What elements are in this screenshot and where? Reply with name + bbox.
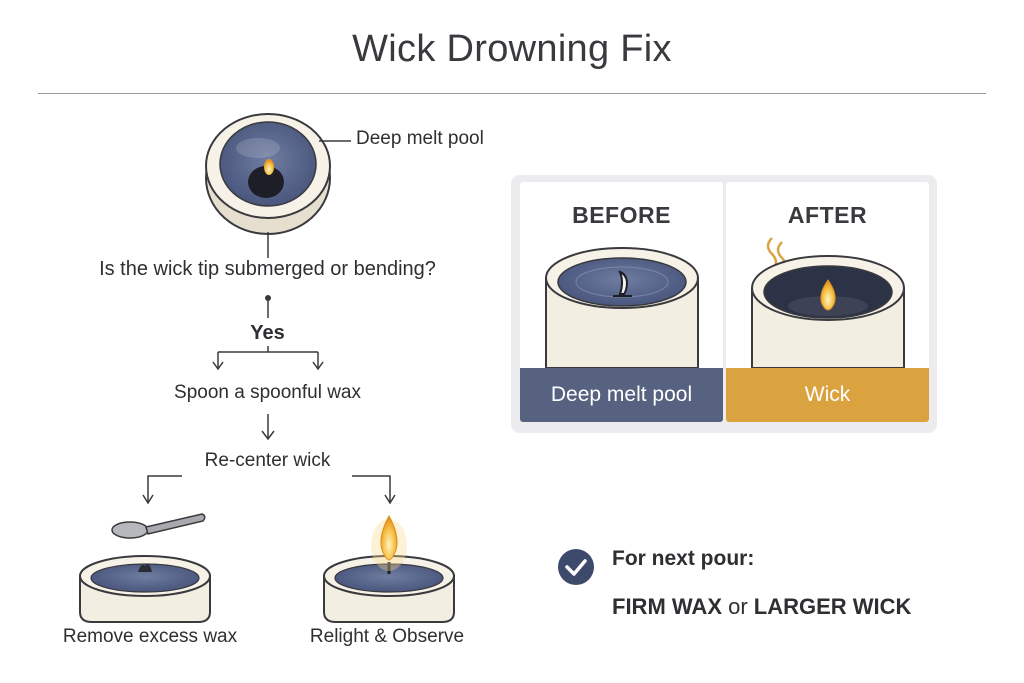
flame-icon bbox=[820, 279, 836, 311]
check-circle-icon bbox=[558, 549, 594, 585]
page-title: Wick Drowning Fix bbox=[352, 28, 672, 70]
relight-candle-illustration bbox=[323, 514, 455, 623]
or-connector: or bbox=[722, 594, 754, 619]
question-text: Is the wick tip submerged or bending? bbox=[99, 258, 436, 280]
remove-excess-wax-label: Remove excess wax bbox=[62, 626, 238, 647]
next-pour-title: For next pour: bbox=[612, 547, 755, 570]
flame-icon bbox=[264, 159, 274, 175]
flame-icon bbox=[380, 514, 398, 561]
before-heading: BEFORE bbox=[572, 202, 671, 228]
deep-melt-pool-label: Deep melt pool bbox=[356, 128, 484, 149]
title-divider bbox=[38, 93, 986, 94]
relight-observe-label: Relight & Observe bbox=[309, 626, 465, 647]
remove-wax-candle-illustration bbox=[79, 555, 211, 623]
after-band-label: Wick bbox=[726, 368, 929, 422]
larger-wick-option: LARGER WICK bbox=[753, 594, 912, 619]
step-spoon-wax: Spoon a spoonful wax bbox=[174, 382, 361, 403]
before-after-panel: BEFORE Deep melt pool AFTER Wick bbox=[511, 175, 937, 433]
before-candle-illustration bbox=[545, 247, 699, 369]
before-band-label: Deep melt pool bbox=[520, 368, 723, 422]
yes-label: Yes bbox=[250, 322, 285, 344]
flowchart-graphics bbox=[79, 113, 455, 623]
after-card: AFTER Wick bbox=[726, 182, 929, 422]
after-heading: AFTER bbox=[787, 202, 868, 228]
spoon-icon bbox=[111, 513, 206, 539]
before-card: BEFORE Deep melt pool bbox=[520, 182, 723, 422]
top-candle-illustration bbox=[205, 113, 331, 235]
firm-wax-option: FIRM WAX bbox=[612, 594, 722, 619]
step-recenter-wick: Re-center wick bbox=[204, 450, 331, 471]
next-pour-options: FIRM WAX or LARGER WICK bbox=[612, 594, 911, 620]
after-candle-illustration bbox=[751, 237, 905, 369]
